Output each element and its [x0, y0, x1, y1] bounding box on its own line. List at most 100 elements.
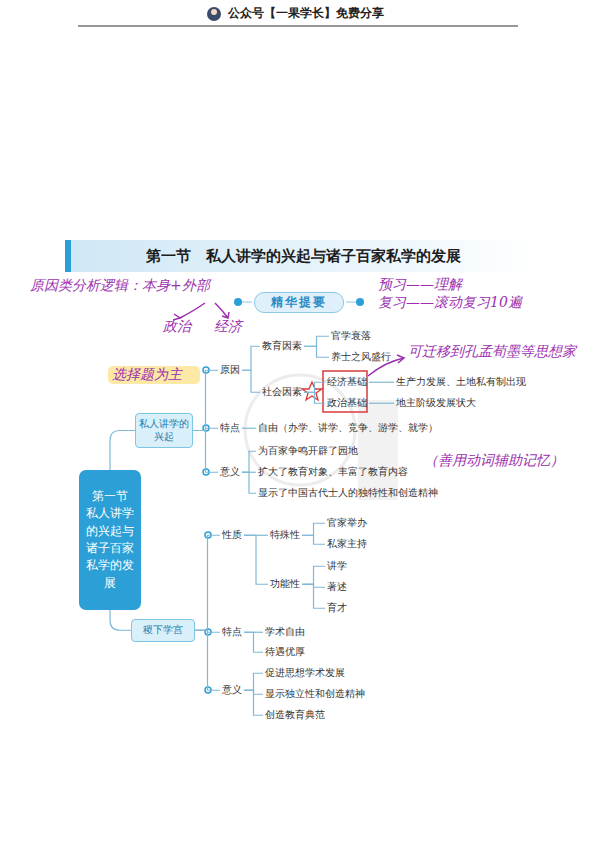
- node-text: 创造教育典范: [265, 709, 325, 720]
- node-text: 扩大了教育对象、丰富了教育内容: [258, 466, 408, 477]
- node-text: 稷下学宫: [143, 624, 183, 635]
- branch-line: [242, 472, 256, 493]
- handwritten-note: 选择题为主: [112, 366, 182, 384]
- branch-line: [193, 431, 218, 473]
- mindmap-item: 为百家争鸣开辟了园地: [256, 444, 360, 459]
- mindmap-item: 自由（办学、讲学、竞争、游学、就学）: [256, 421, 440, 436]
- node-text: 学术自由: [265, 626, 305, 637]
- mindmap-item: 官学衰落: [329, 329, 373, 344]
- branch-box: 私人讲学的兴起: [135, 413, 193, 448]
- branch-line: [304, 392, 325, 403]
- node-text: 精华提要: [271, 295, 327, 309]
- node-text: 私家主持: [327, 538, 367, 549]
- node-text: 养士之风盛行: [331, 351, 391, 362]
- node-text: 著述: [327, 581, 347, 592]
- node-text: 功能性: [270, 578, 300, 589]
- handwritten-note: 政治: [163, 318, 191, 336]
- node-text: 社会因素: [262, 386, 302, 397]
- mindmap-item: 促进思想学术发展: [263, 666, 347, 681]
- node-text: 官学衰落: [331, 330, 371, 341]
- node-text: 促进思想学术发展: [265, 667, 345, 678]
- node-text: 特点: [220, 422, 240, 433]
- node-text: 第一节 私人讲学的兴起与诸子百家私学的发展: [86, 488, 134, 592]
- section-pill: 精华提要: [254, 292, 344, 313]
- mindmap-item: 显示了中国古代士人的独特性和创造精神: [256, 486, 440, 501]
- branch-line: [244, 690, 263, 715]
- highlight: [108, 366, 200, 384]
- mindmap-item: 显示独立性和创造精神: [263, 687, 367, 702]
- handwritten-note: 预习——理解: [378, 276, 462, 294]
- branch-line: [369, 382, 394, 383]
- branch-line: [242, 451, 256, 472]
- mindmap-item: 地主阶级发展状大: [394, 396, 478, 411]
- branch-line: [244, 632, 263, 652]
- mindmap-item: 私家主持: [325, 537, 369, 552]
- node-text: 育才: [327, 602, 347, 613]
- annotation-arrowhead: [397, 355, 404, 363]
- header-rule: [78, 26, 518, 27]
- mindmap-item: 著述: [325, 580, 349, 595]
- mindmap-item: 特殊性: [268, 528, 302, 543]
- mindmap-item: 讲学: [325, 559, 349, 574]
- branch-line: [242, 346, 260, 370]
- node-text: 意义: [220, 466, 240, 477]
- node-text: 政治基础: [327, 397, 367, 408]
- node-text: 特殊性: [270, 529, 300, 540]
- annotation-arrowhead: [222, 312, 229, 318]
- node-text: 显示了中国古代士人的独特性和创造精神: [258, 487, 438, 498]
- title-text: 第一节 私人讲学的兴起与诸子百家私学的发展: [146, 247, 461, 266]
- mindmap-item: 官家举办: [325, 516, 369, 531]
- mindmap-item: 学术自由: [263, 625, 307, 640]
- node-text: 原因: [220, 364, 240, 375]
- node-text: 讲学: [327, 560, 347, 571]
- branch-line: [244, 673, 263, 690]
- node-text: 私人讲学的兴起: [139, 418, 189, 442]
- node-text: 意义: [222, 684, 242, 695]
- mindmap-item: 创造教育典范: [263, 708, 327, 723]
- handwritten-note: 经济: [214, 318, 242, 336]
- branch-line: [244, 535, 268, 584]
- mindmap-item: 原因: [218, 363, 242, 378]
- watermark-band: [358, 400, 398, 500]
- node-text: 经济基础: [327, 376, 367, 387]
- mindmap-item: 政治基础: [325, 396, 369, 411]
- branch-line: [302, 584, 325, 608]
- mindmap-item: 特点: [218, 421, 242, 436]
- branch-box: 稷下学宫: [131, 619, 195, 642]
- title-band: 第一节 私人讲学的兴起与诸子百家私学的发展: [65, 240, 535, 272]
- header-icon: [207, 7, 221, 21]
- mindmap-item: 性质: [220, 528, 244, 543]
- node-text: 自由（办学、讲学、竞争、游学、就学）: [258, 422, 438, 433]
- mindmap-item: 意义: [218, 465, 242, 480]
- mindmap-item: 育才: [325, 601, 349, 616]
- node-text: 教育因素: [262, 340, 302, 351]
- mindmap-item: 教育因素: [260, 339, 304, 354]
- mindmap-item: 扩大了教育对象、丰富了教育内容: [256, 465, 410, 480]
- root-box: 第一节 私人讲学的兴起与诸子百家私学的发展: [79, 470, 141, 610]
- annotation-arrow: [180, 303, 205, 318]
- node-text: 生产力发展、土地私有制出现: [396, 376, 526, 387]
- mindmap-item: 生产力发展、土地私有制出现: [394, 375, 528, 390]
- branch-line: [193, 370, 218, 430]
- branch-line: [242, 428, 256, 429]
- red-box: [323, 371, 367, 412]
- mindmap-item: 待遇优厚: [263, 645, 307, 660]
- mindmap-item: 特点: [220, 625, 244, 640]
- branch-line: [302, 566, 325, 584]
- branch-line: [369, 403, 394, 404]
- mindmap-item: 意义: [220, 683, 244, 698]
- branch-line: [242, 370, 260, 392]
- red-star: [302, 382, 322, 400]
- mindmap-item: 经济基础: [325, 375, 369, 390]
- branch-line: [195, 535, 220, 630]
- handwritten-note: 原因类分析逻辑：本身+外部: [30, 277, 210, 295]
- branch-line: [304, 382, 325, 392]
- node-text: 为百家争鸣开辟了园地: [258, 445, 358, 456]
- branch-line: [302, 523, 325, 535]
- branch-line: [110, 431, 135, 471]
- branch-line: [304, 346, 329, 357]
- mindmap-item: 社会因素: [260, 385, 304, 400]
- branch-line: [110, 610, 131, 630]
- mindmap-item: 养士之风盛行: [329, 350, 393, 365]
- node-text: 显示独立性和创造精神: [265, 688, 365, 699]
